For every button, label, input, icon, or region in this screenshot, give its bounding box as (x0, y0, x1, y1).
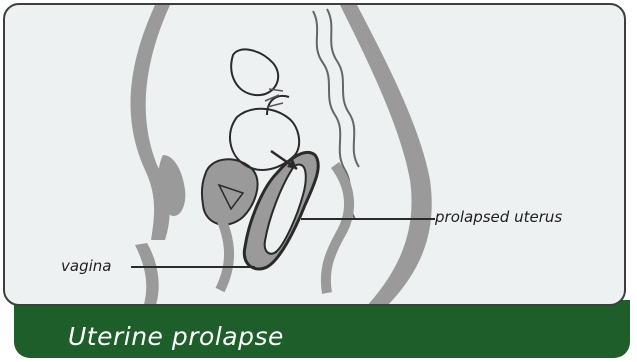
label-prolapsed-uterus: prolapsed uterus (435, 208, 562, 226)
illustration-panel: prolapsed uterus vagina (3, 3, 626, 306)
rectum-outline (326, 165, 349, 293)
figure-caption: Uterine prolapse (68, 322, 284, 351)
label-vagina: vagina (61, 257, 111, 275)
bladder-shape (202, 159, 258, 224)
perineum-outline (135, 243, 159, 306)
ovary-outline (231, 49, 278, 95)
